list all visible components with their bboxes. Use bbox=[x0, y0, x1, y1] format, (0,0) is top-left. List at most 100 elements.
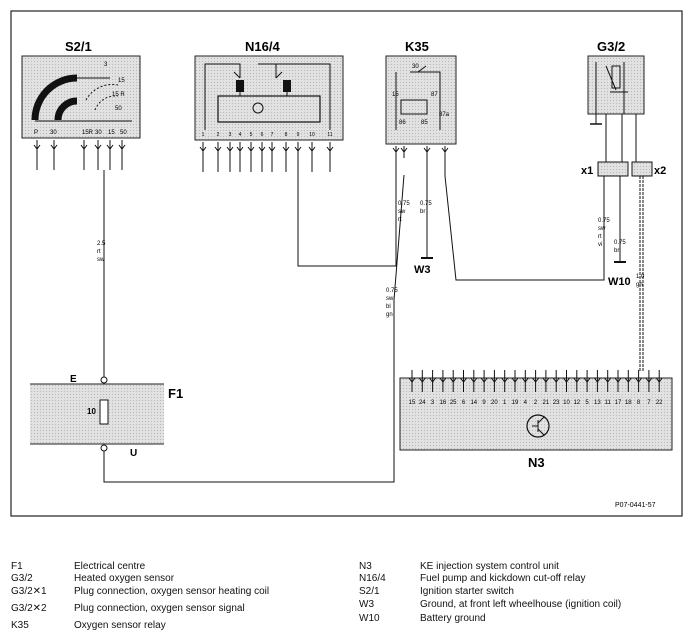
legend-desc: Plug connection, oxygen sensor heating c… bbox=[74, 586, 270, 597]
legend-code: S2/1 bbox=[359, 586, 380, 597]
k35-terminal-label: 15 bbox=[392, 92, 399, 98]
n16-4-terminal-label: 10 bbox=[309, 132, 315, 138]
s2-1-scale-label: 3 bbox=[104, 62, 108, 68]
n3-pin-label: 15 bbox=[409, 400, 416, 406]
k35-relay: 30 87 86 85 87a 15 bbox=[385, 55, 457, 145]
n16-4-terminal-label: 1 bbox=[202, 132, 205, 138]
legend-desc: Battery ground bbox=[420, 613, 486, 624]
n3-pin bbox=[429, 370, 436, 392]
wire-k35-to-x1 bbox=[444, 158, 605, 281]
n3-pin bbox=[614, 370, 622, 392]
wire-label: rt bbox=[598, 234, 602, 240]
k35-terminal-label: 86 bbox=[399, 120, 406, 126]
wire-label: 0.75 bbox=[420, 201, 432, 207]
fuse-number: 10 bbox=[87, 407, 96, 416]
n16-4-terminal-label: 2 bbox=[217, 132, 220, 138]
k35-terminal-label: 87a bbox=[439, 112, 450, 118]
n3-pin-label: 5 bbox=[585, 400, 589, 406]
n3-pin-label: 20 bbox=[491, 400, 498, 406]
k35-terminal-pins bbox=[392, 146, 449, 158]
n3-pin-label: 9 bbox=[482, 400, 486, 406]
n3-pin bbox=[511, 370, 519, 392]
n3-pin bbox=[655, 370, 663, 392]
n3-pin-label: 3 bbox=[431, 400, 435, 406]
legend-code: G3/2✕2 bbox=[11, 603, 47, 614]
n3-pin bbox=[645, 370, 653, 392]
g3-2-label: G3/2 bbox=[597, 39, 625, 54]
n3-pin bbox=[408, 370, 416, 392]
s2-1-ignition-switch: 3 15 15 R 50 P 30 15R 30 15 50 bbox=[21, 55, 141, 139]
n3-pin-label: 14 bbox=[470, 400, 477, 406]
n3-pin bbox=[460, 370, 467, 392]
s2-1-terminal-pins bbox=[33, 140, 126, 170]
wire-x2-to-n3 bbox=[639, 176, 644, 372]
n3-pin bbox=[542, 370, 550, 392]
s2-1-label: S2/1 bbox=[65, 39, 92, 54]
n3-pin bbox=[573, 370, 581, 392]
n3-pin-label: 11 bbox=[605, 400, 612, 406]
n3-pin-label: 16 bbox=[440, 400, 447, 406]
n16-4-terminal-pins bbox=[199, 142, 334, 172]
f1-e-label: E bbox=[70, 374, 77, 385]
n3-label: N3 bbox=[528, 455, 545, 470]
wire-label: vi bbox=[598, 242, 602, 248]
f1-u-label: U bbox=[130, 448, 137, 459]
s2-1-scale-label: 50 bbox=[115, 106, 122, 112]
legend-code: G3/2✕1 bbox=[11, 586, 47, 597]
k35-terminal-label: 87 bbox=[431, 92, 438, 98]
wire-label: 0.75 bbox=[598, 218, 610, 224]
n3-pin-label: 7 bbox=[647, 400, 651, 406]
legend-desc: Ignition starter switch bbox=[420, 586, 514, 597]
s2-1-terminal-label: 30 bbox=[95, 130, 102, 136]
s2-1-scale-label: 15 R bbox=[112, 92, 125, 98]
legend-code: N3 bbox=[359, 561, 372, 572]
n3-pin bbox=[552, 370, 560, 392]
legend-desc: Fuel pump and kickdown cut-off relay bbox=[420, 573, 586, 584]
n3-pin-label: 24 bbox=[419, 400, 426, 406]
n3-pin-label: 19 bbox=[512, 400, 519, 406]
n16-4-terminal-label: 8 bbox=[285, 132, 288, 138]
s2-1-terminal-label: 50 bbox=[120, 130, 127, 136]
figure-code: P07-0441-57 bbox=[615, 502, 656, 509]
wire-label: rt bbox=[398, 217, 402, 223]
n3-pin bbox=[604, 370, 612, 392]
w10-label: W10 bbox=[608, 276, 631, 288]
n16-4-terminal-label: 3 bbox=[229, 132, 232, 138]
n3-pin-label: 18 bbox=[625, 400, 632, 406]
legend-code: K35 bbox=[11, 620, 29, 631]
legend-desc: Electrical centre bbox=[74, 561, 146, 572]
legend-code: N16/4 bbox=[359, 573, 386, 584]
n3-pin bbox=[532, 370, 539, 392]
n3-pin-label: 6 bbox=[462, 400, 466, 406]
wire-label: sw bbox=[97, 257, 105, 263]
n3-pin bbox=[439, 370, 447, 392]
k35-terminal-label: 85 bbox=[421, 120, 428, 126]
n3-pin bbox=[521, 370, 529, 392]
f1-label: F1 bbox=[168, 386, 183, 401]
x1-label: x1 bbox=[581, 165, 593, 177]
x2-plug bbox=[631, 161, 653, 177]
n3-pin bbox=[480, 370, 488, 392]
wire-n16-to-k35 bbox=[297, 158, 397, 267]
wire-label: gn bbox=[636, 282, 643, 288]
legend-code: W10 bbox=[359, 613, 380, 624]
n16-4-terminal-label: 5 bbox=[250, 132, 253, 138]
legend-desc: Ground, at front left wheelhouse (igniti… bbox=[420, 599, 622, 610]
n16-4-terminal-label: 6 bbox=[261, 132, 264, 138]
wire-label: sw bbox=[398, 209, 406, 215]
n3-pin bbox=[501, 370, 509, 392]
legend-desc: Heated oxygen sensor bbox=[74, 573, 175, 584]
legend-code: G3/2 bbox=[11, 573, 33, 584]
x2-label: x2 bbox=[654, 165, 666, 177]
wire-label: 0.75 bbox=[398, 201, 410, 207]
s2-1-terminal-label: P bbox=[34, 130, 38, 136]
g3-2-leads bbox=[595, 114, 637, 162]
wire-label: sw bbox=[386, 296, 394, 302]
s2-1-terminal-label: 15 bbox=[108, 130, 115, 136]
n3-pin-label: 12 bbox=[573, 400, 580, 406]
n16-4-relay bbox=[194, 55, 344, 141]
wire-label: br bbox=[614, 248, 619, 254]
wire-label: rt bbox=[97, 249, 101, 255]
k35-label: K35 bbox=[405, 39, 429, 54]
